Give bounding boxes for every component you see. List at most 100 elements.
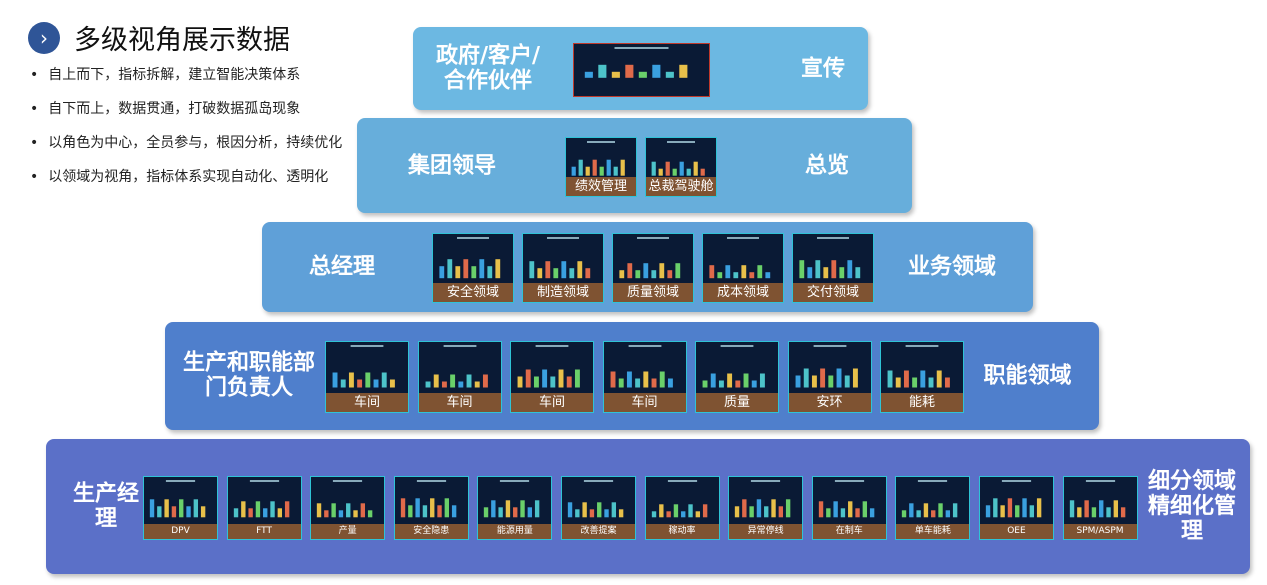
mini-chart-icon: [619, 237, 681, 279]
thumbnail-label: 总裁驾驶舱: [646, 176, 716, 196]
mini-chart-icon: [571, 140, 625, 176]
thumbnail-label: 安环: [788, 393, 871, 412]
mini-chart-icon: [651, 479, 707, 517]
dashboard-thumbnail[interactable]: OEE: [978, 475, 1054, 540]
dashboard-thumbnails: [573, 42, 710, 97]
dashboard-thumbnail[interactable]: 安全隐患: [393, 475, 469, 540]
tier-1: 集团领导绩效管理总裁驾驶舱总览: [357, 118, 912, 213]
bullet-item: 以角色为中心，全员参与，根因分析，持续优化: [30, 126, 342, 160]
role-label: 总经理: [308, 254, 375, 280]
thumbnail-label: 稼动率: [645, 523, 719, 539]
thumbnail-label: FTT: [227, 523, 301, 539]
role-label: 生产和职能部门负责人: [182, 350, 315, 401]
thumbnail-label: 车间: [511, 393, 593, 412]
bullet-item: 以领域为视角，指标体系实现自动化、透明化: [30, 160, 342, 194]
chevron-right-icon: ›: [28, 21, 60, 54]
mini-chart-icon: [818, 479, 875, 517]
thumbnail-label: 能耗: [881, 393, 963, 412]
mini-chart-icon: [332, 345, 395, 388]
mini-chart-icon: [1069, 479, 1125, 517]
dashboard-thumbnail[interactable]: 能耗: [880, 341, 964, 413]
dashboard-thumbnail[interactable]: 质量领域: [612, 233, 694, 303]
mini-chart-icon: [610, 345, 673, 388]
dashboard-thumbnail[interactable]: 车间: [510, 341, 594, 413]
tier-2: 总经理安全领域制造领域质量领域成本领域交付领域业务领域: [262, 222, 1033, 312]
dashboard-thumbnails: 车间车间车间车间质量安环能耗: [325, 341, 964, 413]
scope-label: 总览: [804, 152, 849, 178]
tier-4: 生产经理 DPV FTT 产量安全隐患能源用量改善提案稼动率异常停线在制车单车能耗 OE…: [46, 439, 1250, 574]
thumbnail-label: 改善提案: [561, 523, 635, 539]
thumbnail-label: 车间: [326, 393, 408, 412]
mini-chart-icon: [233, 479, 289, 517]
dashboard-thumbnail[interactable]: 在制车: [811, 475, 887, 540]
thumbnail-label: DPV: [144, 523, 217, 539]
dashboard-thumbnail[interactable]: 车间: [417, 341, 502, 413]
mini-chart-icon: [584, 46, 688, 78]
thumbnail-label: 在制车: [812, 523, 886, 539]
mini-chart-icon: [795, 345, 858, 388]
dashboard-thumbnail[interactable]: 绩效管理: [565, 136, 637, 197]
mini-chart-icon: [985, 479, 1042, 517]
role-label: 集团领导: [407, 152, 496, 178]
bullet-list: 自上而下，指标拆解，建立智能决策体系 自下而上，数据贯通，打破数据孤岛现象 以角…: [30, 58, 342, 194]
mini-chart-icon: [799, 237, 861, 279]
dashboard-thumbnail[interactable]: 质量: [695, 341, 779, 413]
dashboard-thumbnail[interactable]: 稼动率: [644, 475, 720, 540]
mini-chart-icon: [400, 479, 457, 517]
dashboard-thumbnail[interactable]: 交付领域: [792, 233, 874, 303]
thumbnail-label: 产量: [311, 523, 385, 539]
mini-chart-icon: [651, 140, 705, 176]
tier-0: 政府/客户/合作伙伴 宣传: [413, 27, 868, 110]
thumbnail-label: 质量: [696, 393, 778, 412]
mini-chart-icon: [734, 479, 791, 517]
dashboard-thumbnail[interactable]: 车间: [602, 341, 687, 413]
dashboard-thumbnail[interactable]: 单车能耗: [895, 475, 971, 540]
thumbnail-label: 单车能耗: [896, 523, 970, 539]
role-label: 生产经理: [72, 481, 139, 532]
mini-chart-icon: [567, 479, 624, 517]
thumbnail-label: 安全隐患: [394, 523, 468, 539]
mini-chart-icon: [709, 237, 771, 279]
dashboard-thumbnail[interactable]: [573, 42, 710, 97]
tier-3: 生产和职能部门负责人车间车间车间车间质量安环能耗职能领域: [165, 322, 1099, 430]
dashboard-thumbnail[interactable]: SPM/ASPM: [1062, 475, 1138, 540]
dashboard-thumbnail[interactable]: 制造领域: [522, 233, 604, 303]
thumbnail-label: 车间: [418, 393, 501, 412]
dashboard-thumbnails: 绩效管理总裁驾驶舱: [565, 136, 717, 197]
bullet-item: 自下而上，数据贯通，打破数据孤岛现象: [30, 92, 342, 126]
dashboard-thumbnail[interactable]: 能源用量: [477, 475, 553, 540]
dashboard-thumbnails: 安全领域制造领域质量领域成本领域交付领域: [432, 233, 874, 303]
mini-chart-icon: [702, 345, 765, 388]
mini-chart-icon: [887, 345, 950, 388]
thumbnail-label: 异常停线: [729, 523, 803, 539]
mini-chart-icon: [902, 479, 958, 517]
dashboard-thumbnail[interactable]: 产量: [310, 475, 386, 540]
bullet-item: 自上而下，指标拆解，建立智能决策体系: [30, 58, 342, 92]
section-header: › 多级视角展示数据: [28, 18, 290, 57]
dashboard-thumbnail[interactable]: 总裁驾驶舱: [645, 136, 717, 197]
scope-label: 职能领域: [983, 363, 1072, 389]
dashboard-thumbnail[interactable]: 安全领域: [432, 233, 514, 303]
thumbnail-label: 成本领域: [703, 283, 783, 302]
dashboard-thumbnail[interactable]: 安环: [787, 341, 872, 413]
thumbnail-label: 车间: [603, 393, 686, 412]
dashboard-thumbnail[interactable]: 成本领域: [702, 233, 784, 303]
dashboard-thumbnail[interactable]: 改善提案: [560, 475, 636, 540]
dashboard-thumbnails: DPV FTT 产量安全隐患能源用量改善提案稼动率异常停线在制车单车能耗 OEE SPM…: [143, 475, 1138, 540]
dashboard-thumbnail[interactable]: DPV: [143, 475, 218, 540]
scope-label: 宣传: [800, 55, 845, 81]
thumbnail-label: 安全领域: [433, 283, 513, 302]
thumbnail-label: 制造领域: [523, 283, 603, 302]
dashboard-thumbnail[interactable]: 异常停线: [728, 475, 804, 540]
thumbnail-label: OEE: [979, 523, 1053, 539]
thumbnail-label: 绩效管理: [566, 176, 636, 196]
dashboard-thumbnail[interactable]: FTT: [226, 475, 302, 540]
thumbnail-label: 交付领域: [793, 283, 873, 302]
mini-chart-icon: [317, 479, 373, 517]
dashboard-thumbnail[interactable]: 车间: [325, 341, 409, 413]
thumbnail-label: SPM/ASPM: [1063, 523, 1137, 539]
mini-chart-icon: [484, 479, 540, 517]
role-label: 政府/客户/合作伙伴: [435, 43, 541, 94]
mini-chart-icon: [517, 345, 580, 388]
thumbnail-label: 质量领域: [613, 283, 693, 302]
